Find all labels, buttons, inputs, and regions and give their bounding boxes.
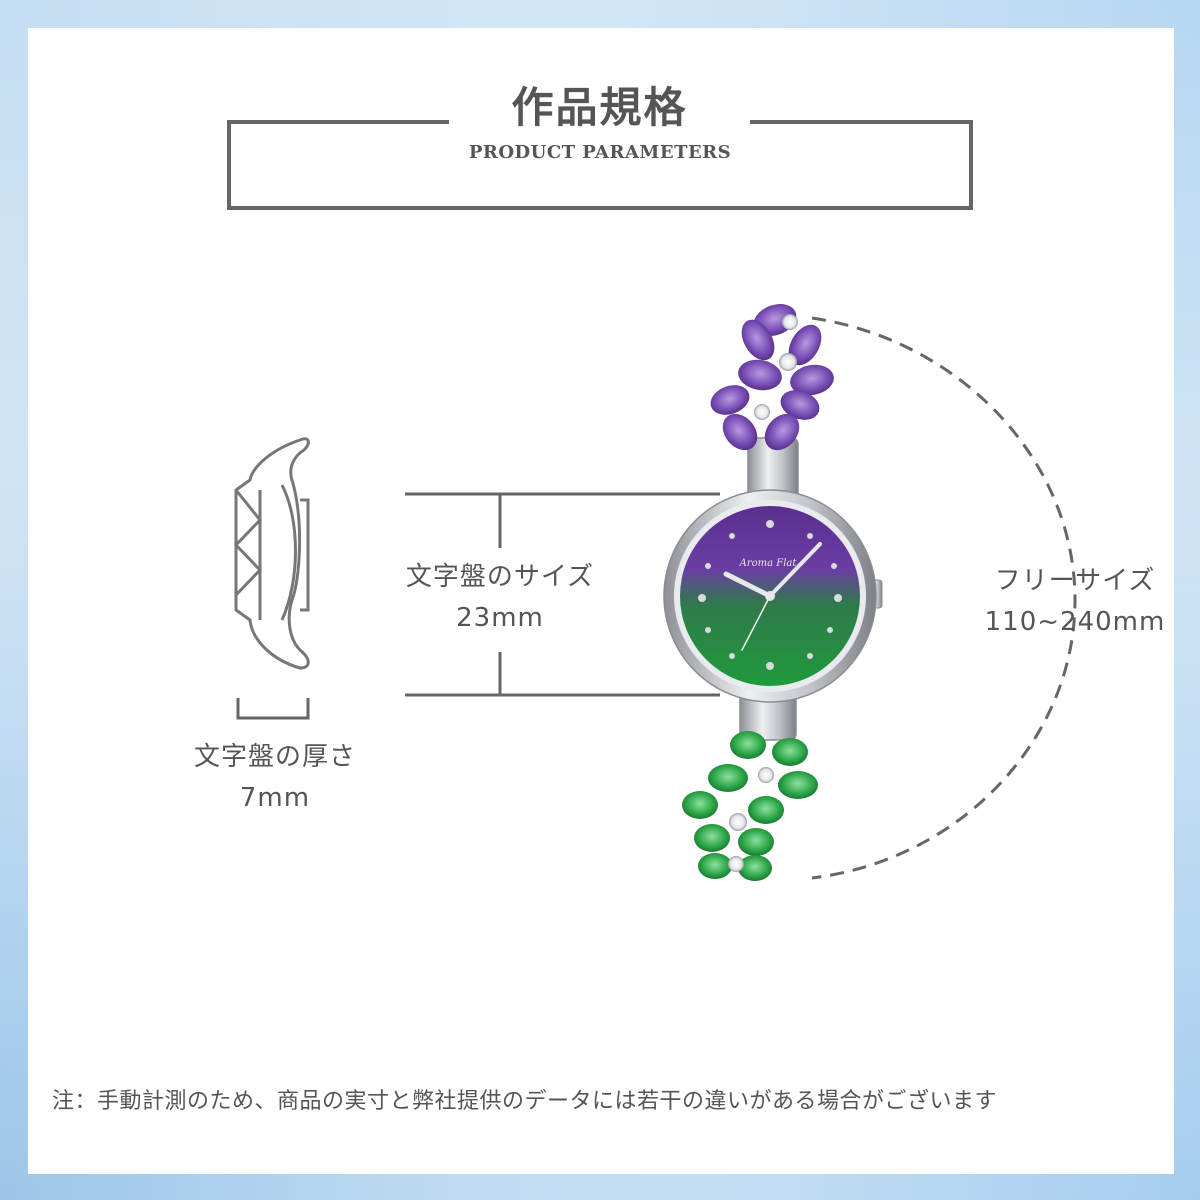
title-frame-top-right (750, 120, 969, 124)
title-frame (227, 120, 973, 210)
dial-size-caption: 文字盤のサイズ (405, 562, 595, 592)
band-size-caption: フリーサイズ (994, 566, 1156, 596)
thickness-bracket (236, 698, 310, 720)
watch-dial-markers (698, 520, 842, 670)
page-subtitle: PRODUCT PARAMETERS (468, 142, 732, 163)
case-side-profile (233, 437, 310, 670)
watch-hands (723, 542, 822, 651)
measurement-note: 注：手動計測のため、商品の実寸と弊社提供のデータには若干の違いがある場合がござい… (52, 1089, 998, 1114)
dial-size-value: 23mm (456, 603, 544, 633)
thickness-label: 文字盤の厚さ 7mm (170, 736, 380, 813)
dial-size-dimension (405, 492, 720, 697)
page-title: 作品規格 (511, 83, 688, 132)
band-size-value: 110~240mm (984, 607, 1166, 637)
thickness-value: 7mm (239, 783, 311, 813)
purple-flower-charm (710, 304, 834, 451)
band-length-arc (811, 316, 1077, 880)
title-frame-top-left (227, 120, 449, 124)
thickness-caption: 文字盤の厚さ (193, 742, 356, 772)
band-size-label: フリーサイズ 110~240mm (960, 560, 1190, 637)
content-card (28, 28, 1174, 1174)
green-flower-charm (682, 731, 818, 881)
dial-size-label: 文字盤のサイズ 23mm (380, 556, 620, 633)
watch-brand-logo: Aroma Flat (739, 558, 798, 569)
